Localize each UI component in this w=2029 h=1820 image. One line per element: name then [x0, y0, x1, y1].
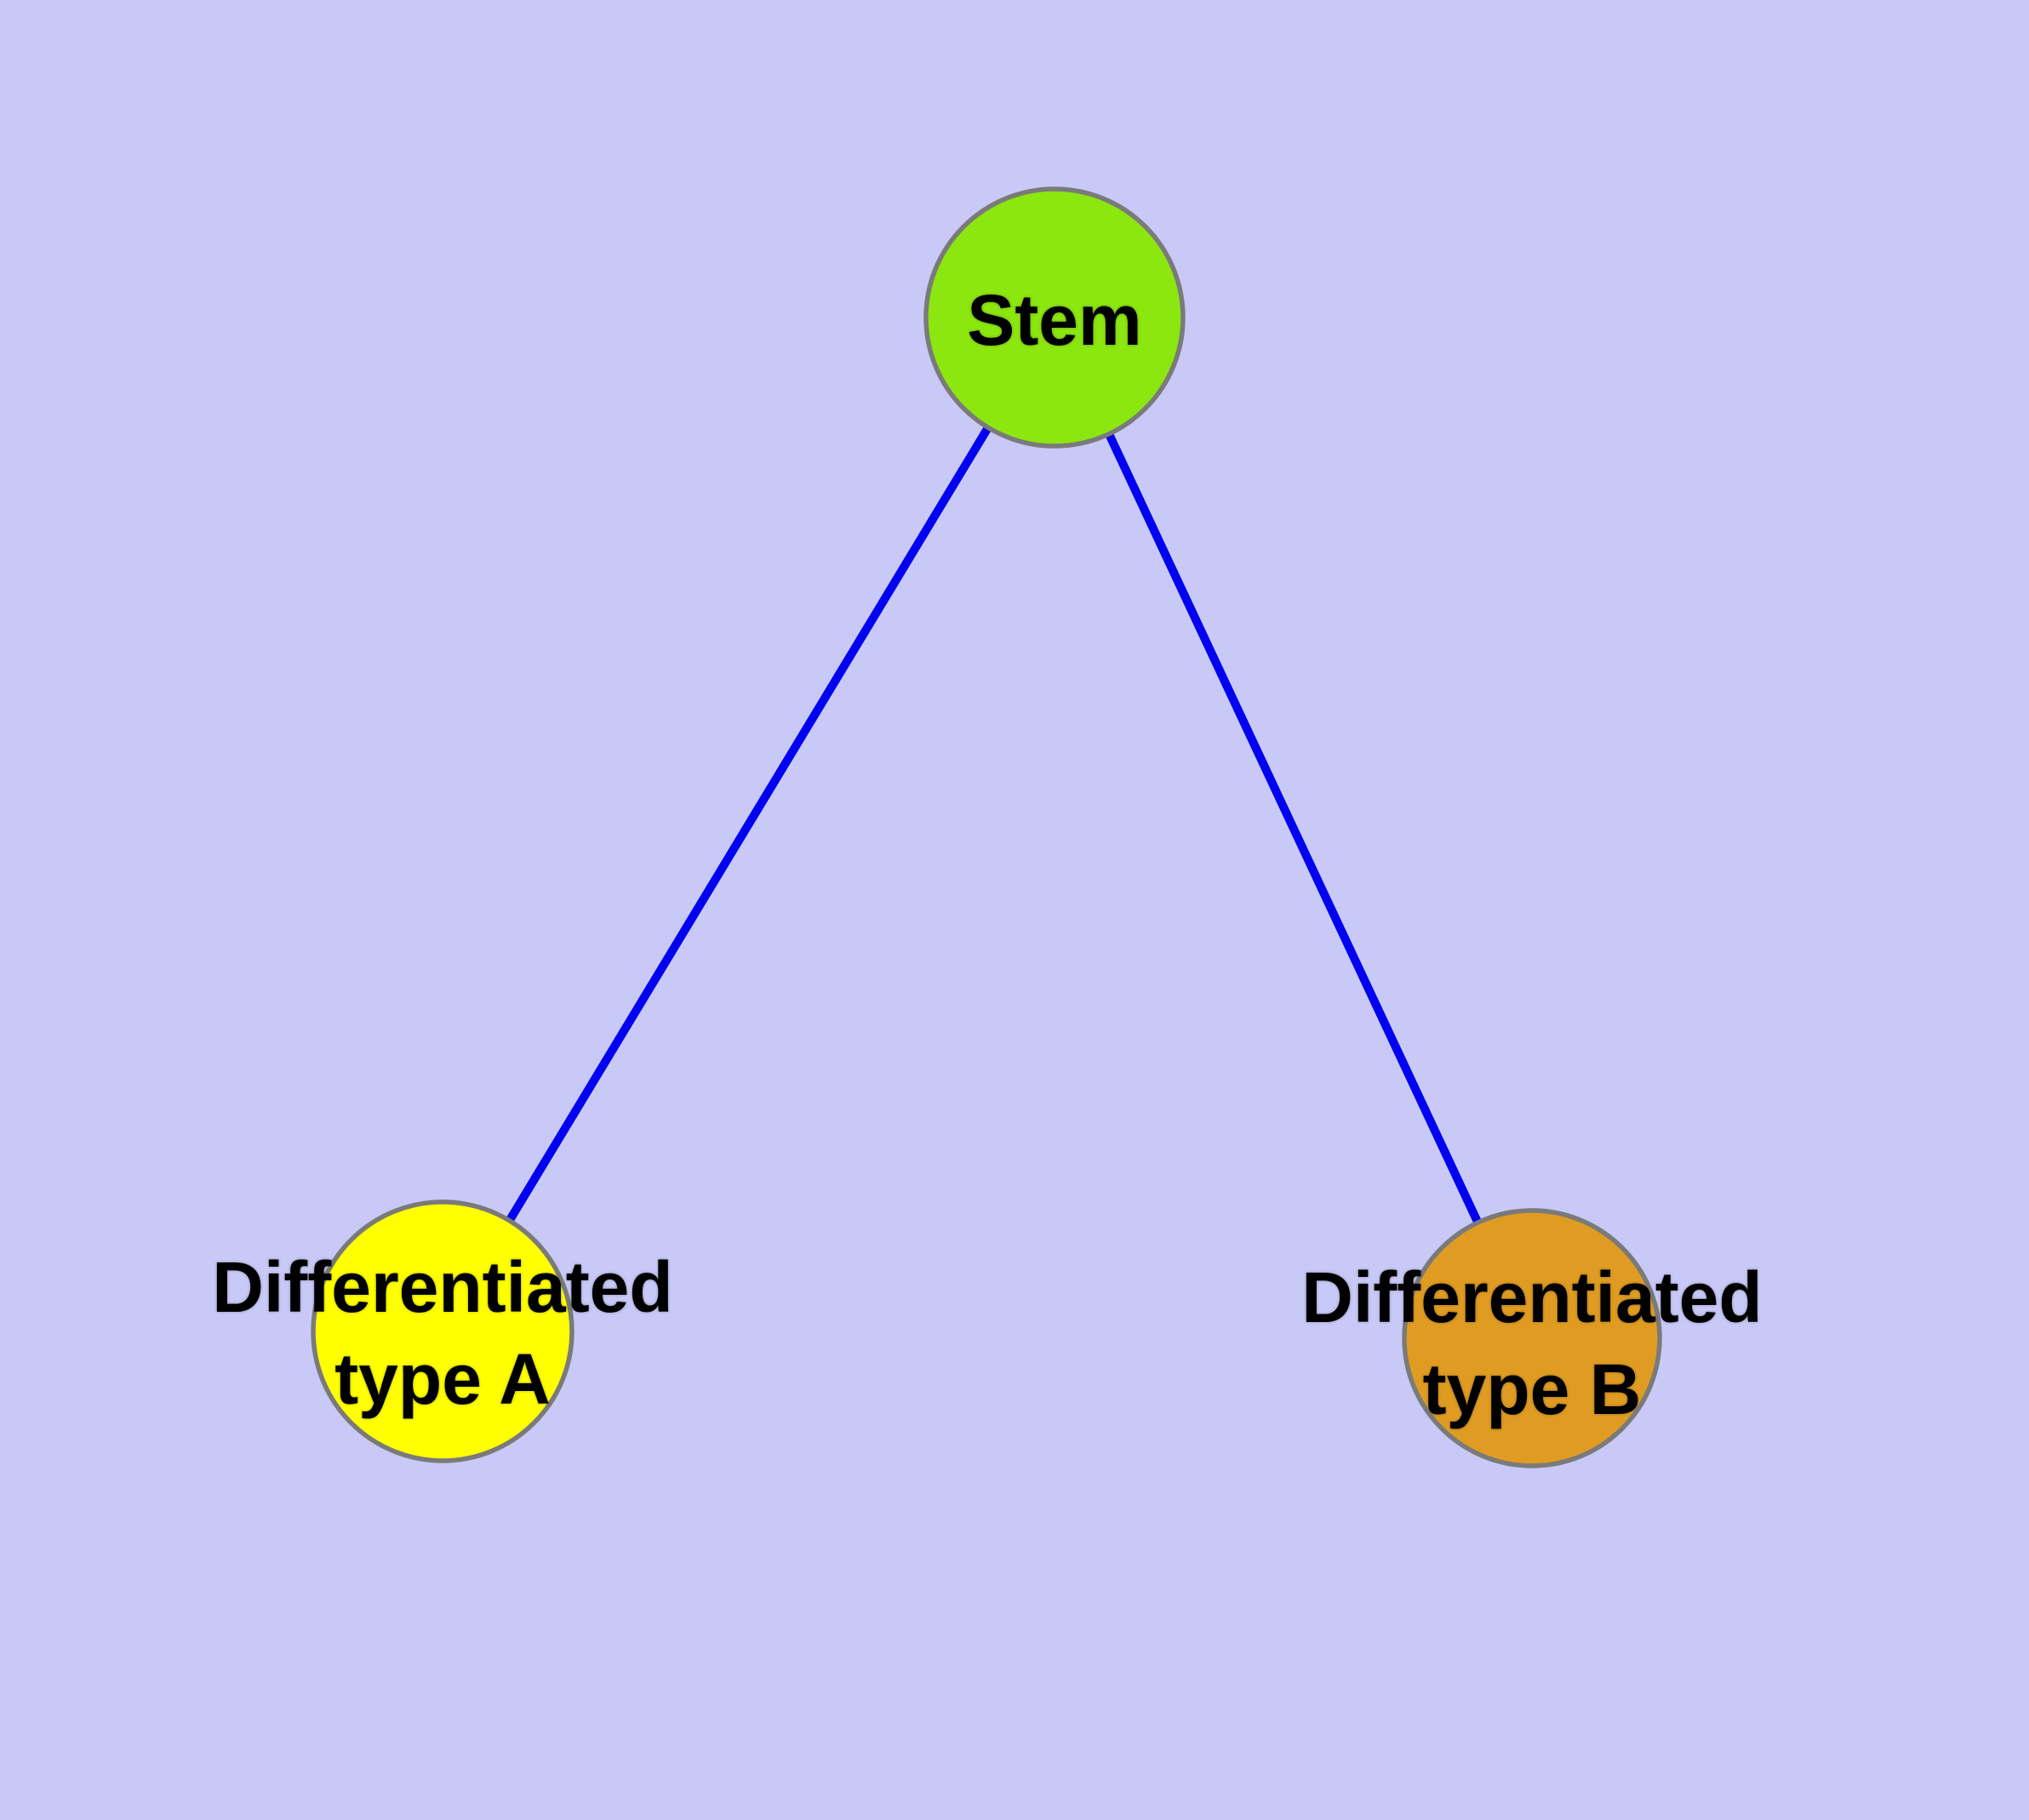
node-stem-label: Stem: [967, 274, 1141, 366]
node-type-b-label: Differentiated type B: [1301, 1251, 1762, 1435]
node-type-b-label-line2: type B: [1422, 1349, 1642, 1429]
node-stem-circle: [923, 186, 1186, 449]
edge-stem-to-type-a: [438, 315, 1059, 1334]
edge-stem-to-type-b: [1050, 315, 1536, 1341]
node-type-a-label-line2: type A: [334, 1339, 551, 1419]
node-stem-label-line: Stem: [967, 280, 1142, 360]
node-type-b-label-line1: Differentiated: [1301, 1257, 1763, 1337]
node-type-a-label: Differentiated type A: [212, 1241, 672, 1425]
node-type-a-label-line1: Differentiated: [212, 1247, 673, 1327]
node-type-a-circle: [311, 1199, 574, 1463]
node-type-b-circle: [1402, 1208, 1662, 1468]
